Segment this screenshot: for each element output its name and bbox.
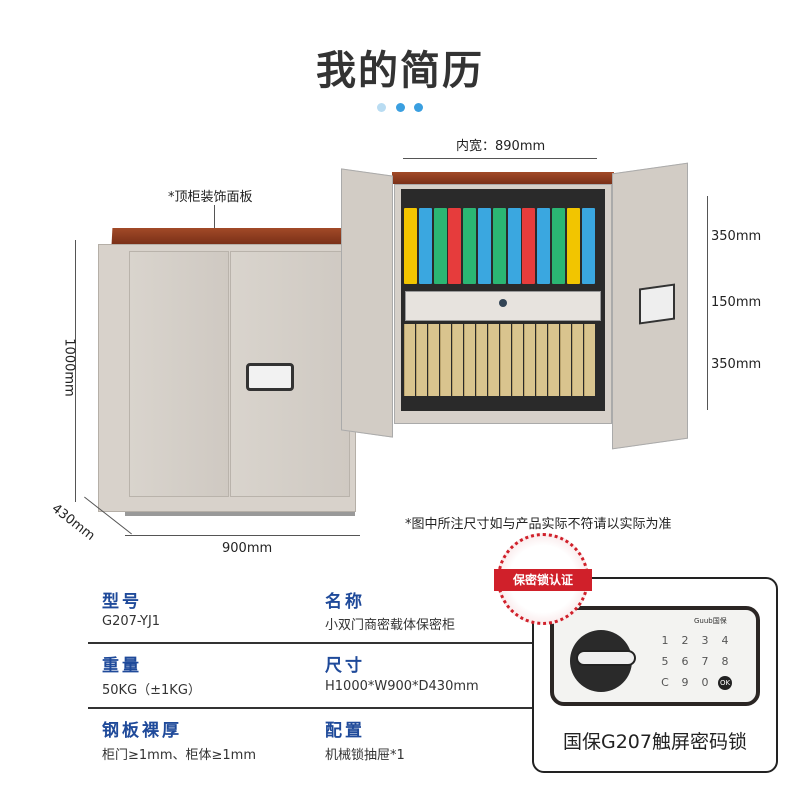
binder <box>404 208 417 284</box>
file-folder <box>500 324 511 396</box>
file-folder <box>536 324 547 396</box>
keypad-key: OK <box>718 676 732 690</box>
lock-caption: 国保G207触屏密码锁 <box>563 731 747 753</box>
keypad-key: 3 <box>701 634 709 647</box>
top-panel-label: *顶柜装饰面板 <box>168 190 253 205</box>
binder <box>522 208 536 284</box>
binder <box>418 208 432 284</box>
file-folder <box>488 324 499 396</box>
seal-text: 保密锁认证 <box>494 569 592 591</box>
section-label: 350mm <box>711 357 762 372</box>
brand-label: Guub国保 <box>694 617 727 625</box>
inner-width-label: 内宽：890mm <box>456 139 546 154</box>
spec-value: 柜门≥1mm、柜体≥1mm <box>102 748 256 763</box>
spec-heading: 重量 <box>102 656 142 676</box>
binder <box>552 208 565 284</box>
drawer-lock-icon <box>499 299 507 307</box>
binder <box>537 208 551 284</box>
depth-label: 430mm <box>48 501 98 544</box>
top-panel <box>111 228 361 244</box>
height-line <box>75 240 76 502</box>
file-folder <box>452 324 463 396</box>
section-label: 350mm <box>711 229 762 244</box>
keypad-key: 2 <box>681 634 689 647</box>
certification-seal: 保密锁认证 <box>494 533 592 625</box>
keypad-key: 9 <box>681 676 689 689</box>
file-folder <box>584 324 595 396</box>
binder <box>507 208 521 284</box>
spec-heading: 名称 <box>325 592 365 612</box>
file-folder <box>404 324 415 396</box>
file-folder <box>548 324 559 396</box>
file-folder <box>440 324 451 396</box>
binder <box>448 208 462 284</box>
keypad-key: 5 <box>661 655 669 668</box>
right-open-door <box>612 162 688 450</box>
keypad-key: 6 <box>681 655 689 668</box>
leader-line <box>214 205 215 235</box>
inner-width-line <box>403 158 597 159</box>
binder <box>463 208 477 284</box>
carousel-dot <box>396 103 405 112</box>
binder <box>433 208 447 284</box>
spec-heading: 型号 <box>102 592 142 612</box>
file-folder <box>464 324 475 396</box>
keypad-key: 8 <box>721 655 729 668</box>
file-folder <box>572 324 583 396</box>
left-cabinet <box>98 244 356 512</box>
carousel-dot <box>377 103 386 112</box>
lock-handle <box>576 650 636 666</box>
keypad-key: 1 <box>661 634 669 647</box>
file-folder <box>416 324 427 396</box>
file-folder <box>476 324 487 396</box>
spec-value: H1000*W900*D430mm <box>325 679 479 694</box>
section-line <box>707 196 708 410</box>
file-folder <box>428 324 439 396</box>
width-line <box>125 535 360 536</box>
dimension-note: *图中所注尺寸如与产品实际不符请以实际为准 <box>405 517 672 532</box>
left-open-door <box>341 168 393 438</box>
divider <box>88 707 533 709</box>
carousel-dot <box>414 103 423 112</box>
binder <box>566 208 580 284</box>
spec-heading: 钢板裸厚 <box>102 721 182 741</box>
spec-value: G207-YJ1 <box>102 614 161 629</box>
keypad-key: 7 <box>701 655 709 668</box>
width-label: 900mm <box>222 541 273 556</box>
keypad-key: 4 <box>721 634 729 647</box>
binder <box>581 208 595 284</box>
spec-heading: 配置 <box>325 721 365 741</box>
top-panel <box>392 172 614 184</box>
spec-heading: 尺寸 <box>325 656 365 676</box>
height-label: 1000mm <box>61 338 77 397</box>
divider <box>88 642 533 644</box>
spec-value: 小双门商密载体保密柜 <box>325 618 456 633</box>
cabinet-base <box>125 512 355 516</box>
lock-card <box>532 577 778 773</box>
file-folder <box>512 324 523 396</box>
file-folder <box>524 324 535 396</box>
binder <box>478 208 491 284</box>
keypad-key: 0 <box>701 676 709 689</box>
keypad-key: C <box>661 676 669 689</box>
keypad-lock <box>246 363 294 391</box>
page-title: 我的简历 <box>316 48 484 94</box>
keypad-lock <box>639 283 675 325</box>
binder <box>492 208 506 284</box>
spec-value: 50KG（±1KG） <box>102 683 201 698</box>
file-folder <box>560 324 571 396</box>
spec-value: 机械锁抽屉*1 <box>325 748 405 763</box>
left-door <box>129 251 229 497</box>
section-label: 150mm <box>711 295 762 310</box>
